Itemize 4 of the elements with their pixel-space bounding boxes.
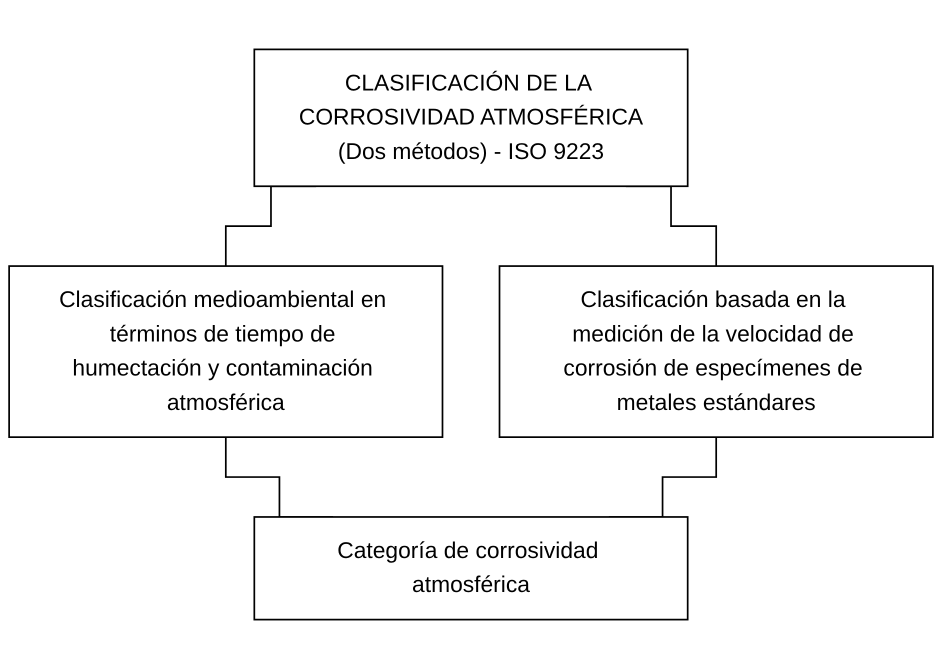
node-box: CLASIFICACIÓN DE LA CORROSIVIDAD ATMOSFÉRICA (Dos métodos) - ISO 9223 <box>253 48 689 188</box>
node-box: Categoría de corrosividad atmosférica <box>253 516 689 620</box>
node-box: Clasificación basada en la medición de la velocidad de corrosión de especímenes de metales estándares <box>498 265 934 438</box>
node-box: Clasificación medioambiental en términos de tiempo de humectación y contaminación atmosférica <box>8 265 444 438</box>
